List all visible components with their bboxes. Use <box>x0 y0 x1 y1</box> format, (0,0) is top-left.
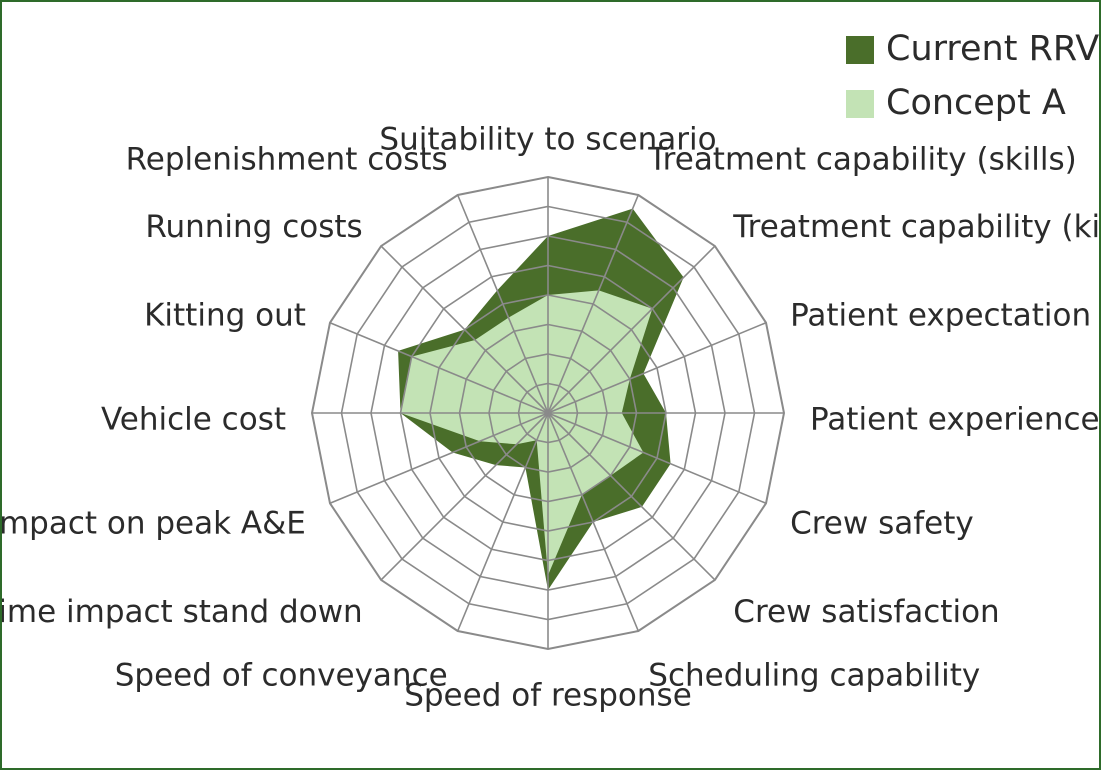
axis-label-4: Patient expectation <box>790 297 1091 333</box>
grid-spoke-6 <box>547 412 767 505</box>
axis-label-16: Replenishment costs <box>126 141 448 177</box>
axis-label-6: Crew safety <box>790 506 974 542</box>
legend-label-2: Concept A <box>886 83 1066 123</box>
axis-label-8: Scheduling capability <box>648 658 980 694</box>
axis-label-14: Kitting out <box>144 297 306 333</box>
grid-spoke-7 <box>547 412 716 581</box>
axis-label-3: Treatment capability (kit) <box>732 209 1099 245</box>
grid-spoke-2 <box>547 194 640 414</box>
grid-spoke-11 <box>380 412 549 581</box>
axis-label-15: Running costs <box>145 209 362 245</box>
axis-label-13: Vehicle cost <box>101 402 286 438</box>
axis-label-10: Speed of conveyance <box>115 658 448 694</box>
axis-label-12: Impact on peak A&E <box>2 506 306 542</box>
grid-spoke-3 <box>547 245 716 414</box>
grid-spoke-12 <box>329 412 549 505</box>
grid-layer <box>310 175 786 651</box>
legend-swatch-2 <box>846 90 874 118</box>
axis-label-5: Patient experience <box>810 402 1099 438</box>
grid-spoke-15 <box>380 245 549 414</box>
grid-spoke-8 <box>547 412 640 632</box>
axis-label-9: Speed of response <box>404 678 692 714</box>
axis-label-2: Treatment capability (skills) <box>647 141 1076 177</box>
grid-spoke-14 <box>329 321 549 414</box>
legend: Current RRV Concept A <box>846 29 1099 123</box>
grid-spoke-16 <box>456 194 549 414</box>
axis-label-1: Suitability to scenario <box>379 122 716 158</box>
grid-spoke-4 <box>547 321 767 414</box>
axis-label-7: Crew satisfaction <box>733 594 999 630</box>
legend-swatch-1 <box>846 36 874 64</box>
legend-label-1: Current RRV <box>886 29 1099 69</box>
axis-label-11: Time impact stand down <box>2 594 363 630</box>
grid-spoke-10 <box>456 412 549 632</box>
